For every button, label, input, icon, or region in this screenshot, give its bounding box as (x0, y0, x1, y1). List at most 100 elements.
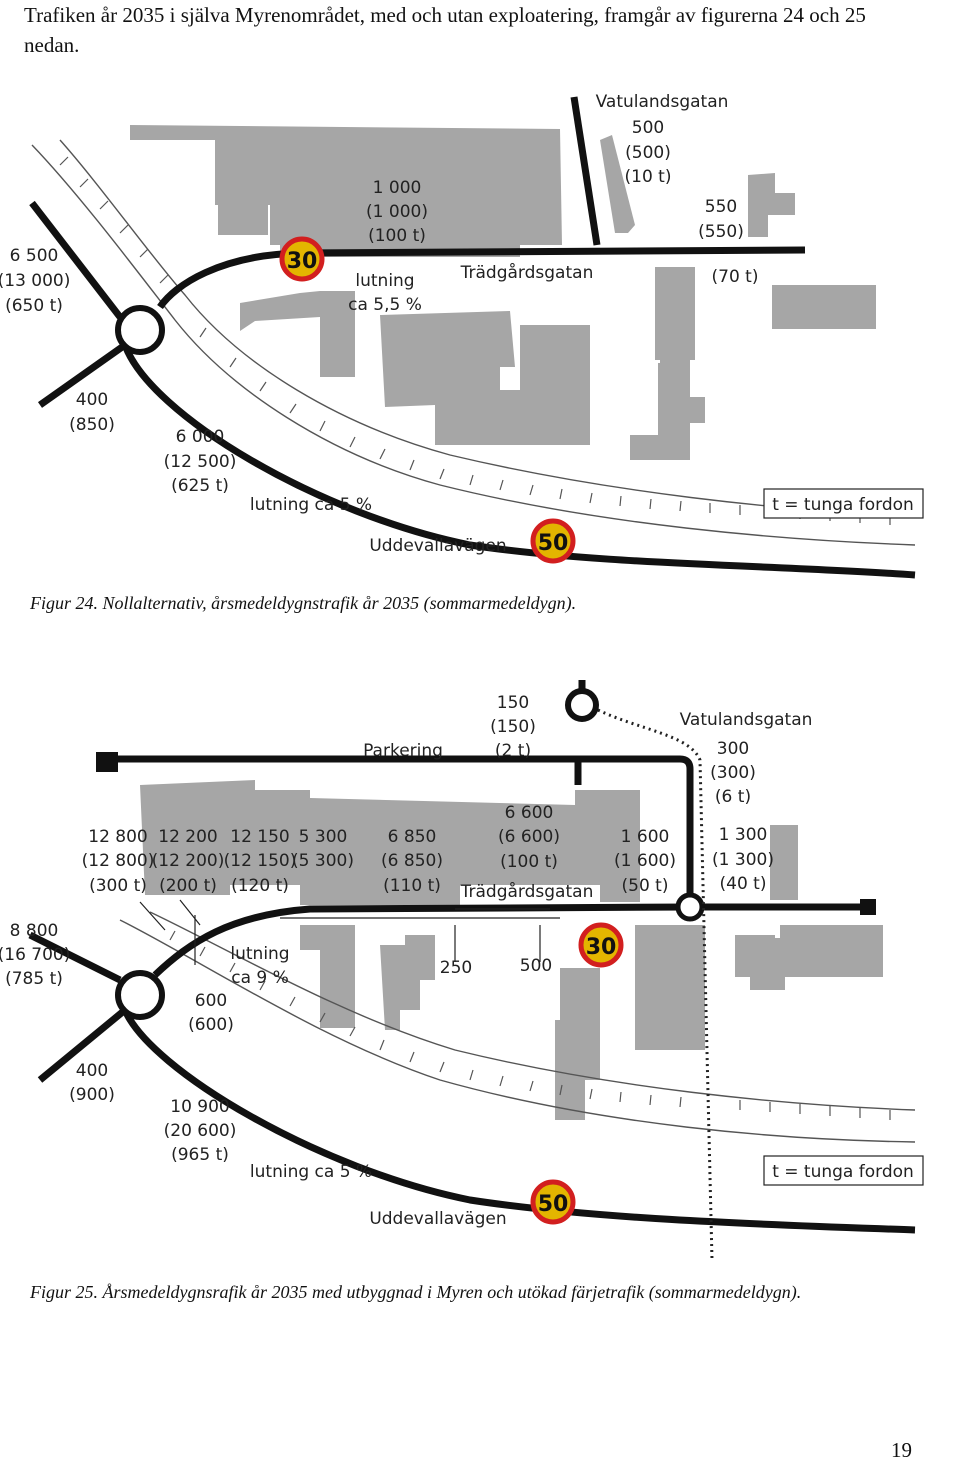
label-vatulandsgatan-heavy: (10 t) (625, 167, 672, 187)
roundabout-north (565, 688, 599, 722)
label-seg5-adt: 6 850 (388, 827, 437, 847)
label-north-summer: (150) (490, 717, 536, 737)
label-grade2: lutning ca 5 % (250, 1162, 372, 1182)
label-west-heavy: (650 t) (5, 296, 63, 316)
label-grade1-b: ca 5,5 % (348, 295, 422, 315)
roundabout-east (675, 892, 705, 922)
figure-24-caption: Figur 24. Nollalternativ, årsmedeldygnst… (30, 593, 577, 613)
label-grade1-b: ca 9 % (231, 968, 289, 988)
label-main-summer: (20 600) (164, 1121, 237, 1141)
label-tradgardsgatan: Trädgårdsgatan (460, 262, 594, 283)
label-access-500: 500 (520, 956, 552, 976)
label-seg3-summer: (12 150) (224, 851, 297, 871)
railway (119, 911, 916, 1143)
label-grade1-a: lutning (355, 271, 414, 291)
label-east-summer: (550) (698, 222, 744, 242)
label-seg6-summer: (6 600) (498, 827, 560, 847)
label-access-250: 250 (440, 958, 472, 978)
legend-box: t = tunga fordon (763, 1155, 924, 1186)
intro-text: Trafiken år 2035 i själva Myrenområdet, … (24, 3, 866, 57)
label-center-heavy: (100 t) (368, 226, 426, 246)
svg-text:t = tunga fordon: t = tunga fordon (772, 1162, 914, 1182)
label-seg1-summer: (12 800) (82, 851, 155, 871)
label-vatulandsgatan: Vatulandsgatan (680, 710, 813, 730)
label-southwest-adt: 400 (76, 390, 108, 410)
label-main-adt: 10 900 (170, 1097, 229, 1117)
label-tradgardsgatan: Trädgårdsgatan (460, 881, 594, 902)
label-seg7-summer: (1 600) (614, 851, 676, 871)
label-seg6-adt: 6 600 (505, 803, 554, 823)
label-main-heavy: (965 t) (171, 1145, 229, 1165)
label-seg5-heavy: (110 t) (383, 876, 441, 896)
arrows (139, 899, 560, 965)
figure-25-map: 30 50 Parkering 150 (150) (2 t) Vatuland… (0, 680, 960, 1270)
svg-text:50: 50 (538, 1192, 569, 1217)
label-southwest-summer: (900) (69, 1085, 115, 1105)
legend-box: t = tunga fordon (763, 488, 924, 519)
label-seg7-adt: 1 600 (621, 827, 670, 847)
label-uddevallavagen: Uddevallavägen (369, 536, 506, 556)
roundabout-west (115, 970, 165, 1020)
label-vatulandsgatan-summer: (300) (710, 763, 756, 783)
label-grade1-a: lutning (230, 944, 289, 964)
buildings (130, 125, 876, 460)
label-seg8-adt: 1 300 (719, 825, 768, 845)
roundabout (115, 305, 165, 355)
label-seg4-adt: 5 300 (299, 827, 348, 847)
label-seg7-heavy: (50 t) (622, 876, 669, 896)
label-seg8-summer: (1 300) (712, 850, 774, 870)
label-southwest-summer: (850) (69, 415, 115, 435)
figure-24-map: 30 50 6 500 (13 000) (650 t) 1 000 (1 00… (0, 85, 960, 590)
label-uddevallavagen: Uddevallavägen (369, 1209, 506, 1229)
label-west-adt: 6 500 (10, 246, 59, 266)
label-west-summer: (13 000) (0, 271, 70, 291)
svg-text:50: 50 (538, 531, 569, 556)
label-grade2: lutning ca 5 % (250, 495, 372, 515)
label-vatulandsgatan: Vatulandsgatan (596, 92, 729, 112)
speed-sign-30: 30 (578, 922, 624, 968)
railway-ticks (169, 930, 891, 1120)
label-west-summer: (16 700) (0, 945, 70, 965)
page-number: 19 (891, 1438, 912, 1462)
label-west-adt: 8 800 (10, 921, 59, 941)
label-north-adt: 150 (497, 693, 529, 713)
svg-text:30: 30 (586, 935, 617, 960)
label-seg4-summer: (5 300) (292, 851, 354, 871)
label-ramp-adt: 600 (195, 991, 227, 1011)
label-main-heavy: (625 t) (171, 476, 229, 496)
speed-sign-30: 30 (279, 236, 325, 282)
label-seg1-heavy: (300 t) (89, 876, 147, 896)
label-seg2-summer: (12 200) (152, 851, 225, 871)
railway (31, 139, 916, 546)
label-vatulandsgatan-adt: 500 (632, 118, 664, 138)
label-seg5-summer: (6 850) (381, 851, 443, 871)
label-center-summer: (1 000) (366, 202, 428, 222)
figure-25-caption: Figur 25. Årsmedeldygnsrafik år 2035 med… (30, 1282, 802, 1302)
label-southwest-adt: 400 (76, 1061, 108, 1081)
road-end-east (860, 899, 876, 915)
label-parkering: Parkering (363, 741, 443, 761)
label-east-adt: 550 (705, 197, 737, 217)
label-vatulandsgatan-summer: (500) (625, 143, 671, 163)
label-main-summer: (12 500) (164, 452, 237, 472)
label-seg3-heavy: (120 t) (231, 876, 289, 896)
buildings (140, 780, 883, 1120)
label-center-adt: 1 000 (373, 178, 422, 198)
svg-text:t = tunga fordon: t = tunga fordon (772, 495, 914, 515)
label-seg1-adt: 12 800 (88, 827, 147, 847)
label-east-heavy: (70 t) (712, 267, 759, 287)
label-vatulandsgatan-heavy: (6 t) (715, 787, 751, 807)
label-seg3-adt: 12 150 (230, 827, 289, 847)
label-seg6-heavy: (100 t) (500, 852, 558, 872)
label-west-heavy: (785 t) (5, 969, 63, 989)
label-vatulandsgatan-adt: 300 (717, 739, 749, 759)
speed-sign-50: 50 (530, 518, 576, 564)
label-seg8-heavy: (40 t) (720, 874, 767, 894)
label-seg2-heavy: (200 t) (159, 876, 217, 896)
speed-sign-50: 50 (530, 1179, 576, 1225)
label-seg2-adt: 12 200 (158, 827, 217, 847)
svg-text:30: 30 (287, 249, 318, 274)
label-main-adt: 6 000 (176, 427, 225, 447)
label-north-heavy: (2 t) (495, 741, 531, 761)
label-ramp-summer: (600) (188, 1015, 234, 1035)
